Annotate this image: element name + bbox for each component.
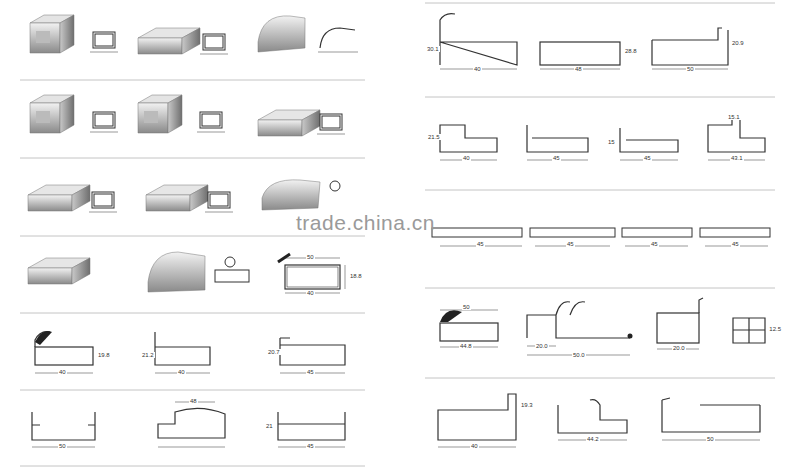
dimension-label: 19.3	[520, 402, 534, 408]
dimension-label: 44.2	[586, 436, 600, 442]
dimension-label: 20.9	[731, 40, 745, 46]
dimension-label: 50	[58, 443, 67, 449]
dimension-label: 50.0	[572, 352, 586, 358]
dimension-label: 43.1	[730, 155, 744, 161]
dimension-label: 50	[706, 436, 715, 442]
dimension-label: 50	[306, 254, 315, 260]
dimension-label: 12.5	[768, 326, 782, 332]
dimension-label: 40	[306, 290, 315, 296]
dimension-label: 20.7	[267, 349, 281, 355]
dimension-label: 45	[731, 241, 740, 247]
dimension-label: 21.2	[141, 352, 155, 358]
dimension-label: 20.0	[535, 343, 549, 349]
dimension-label: 40	[470, 443, 479, 449]
watermark: trade.china.cn	[295, 212, 436, 233]
dimension-label: 45	[566, 241, 575, 247]
dimension-label: 40	[473, 66, 482, 72]
dimension-label: 19.8	[97, 352, 111, 358]
dimension-label: 45	[643, 155, 652, 161]
dimension-label: 21.5	[427, 134, 441, 140]
dimension-label: 48	[574, 66, 583, 72]
dimension-label: 21	[265, 423, 274, 429]
dimension-label: 45	[650, 241, 659, 247]
dimension-label: 45	[552, 155, 561, 161]
dimension-label: 45	[306, 369, 315, 375]
dimension-label: 40	[462, 155, 471, 161]
dimension-label: 40	[58, 369, 67, 375]
dimension-label: 15	[607, 139, 616, 145]
dimension-label: 30.1	[426, 46, 440, 52]
dimension-label: 20.0	[672, 345, 686, 351]
dimension-label: 40	[177, 369, 186, 375]
dimension-label: 50	[686, 66, 695, 72]
dimension-label: 18.8	[349, 273, 363, 279]
dimension-label: 44.8	[459, 343, 473, 349]
dimension-label: 15.1	[727, 114, 741, 120]
dimension-label: 28.8	[624, 48, 638, 54]
dimension-label: 45	[476, 241, 485, 247]
dimension-label: 48	[189, 398, 198, 404]
dimension-label: 45	[306, 443, 315, 449]
dimension-label: 50	[462, 304, 471, 310]
